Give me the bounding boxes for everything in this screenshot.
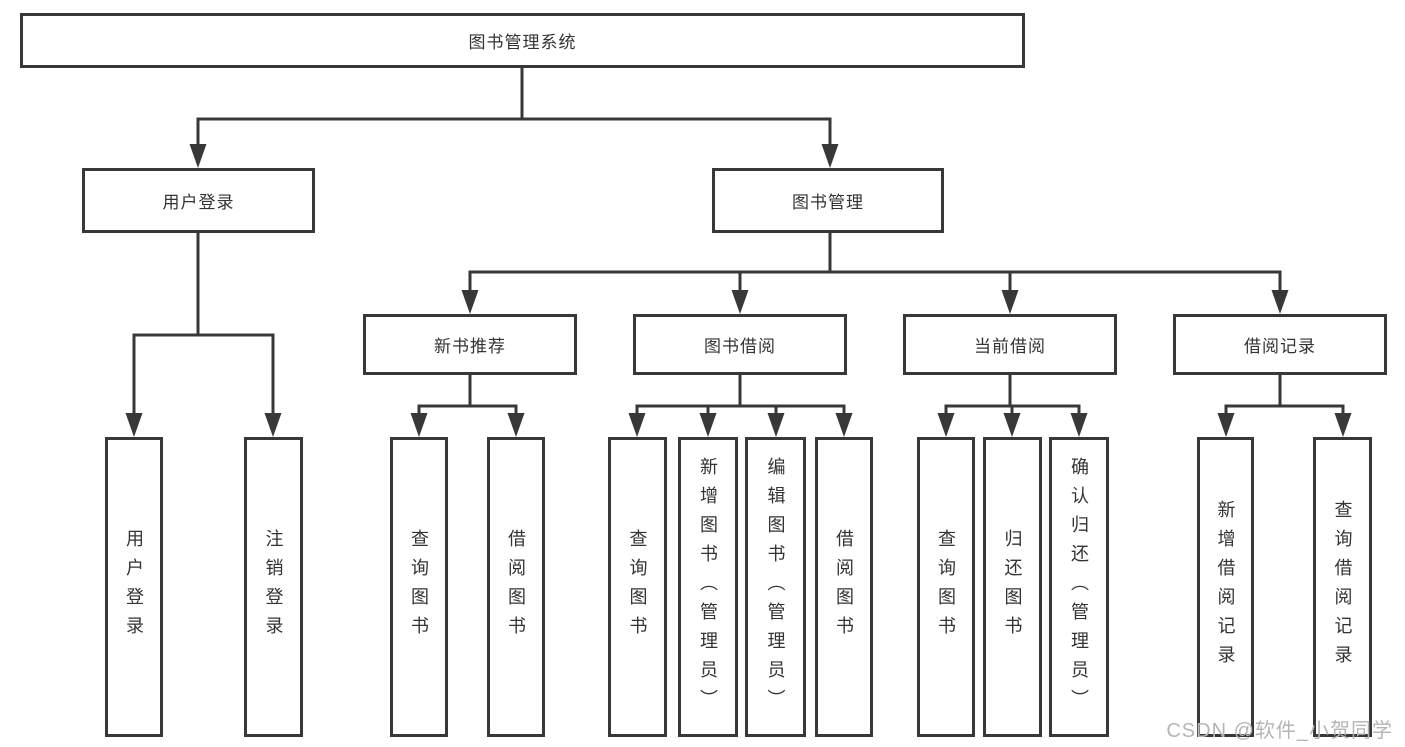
node-user-login: 用户登录 [82,168,315,233]
node-label: 新书推荐 [434,337,506,356]
leaf-borrow-books-recommend: 借阅图书 [487,437,545,737]
node-label: 图书借阅 [704,337,776,356]
leaf-query-books-borrow: 查询图书 [608,437,667,737]
node-borrowing-records: 借阅记录 [1173,314,1387,375]
leaf-edit-books-admin: 编辑图书（管理员） [745,437,806,737]
leaf-query-borrow-record: 查询借阅记录 [1313,437,1372,737]
leaf-add-books-admin: 新增图书（管理员） [678,437,738,737]
node-label: 用户登录 [162,193,235,212]
leaf-label: 查询图书 [409,529,429,645]
leaf-label: 借阅图书 [506,529,526,645]
node-library-management-system: 图书管理系统 [20,13,1025,68]
leaf-label: 编辑图书（管理员） [765,456,786,718]
leaf-confirm-return-admin: 确认归还（管理员） [1049,437,1109,737]
leaf-add-borrow-record: 新增借阅记录 [1197,437,1254,737]
leaf-label: 查询图书 [936,529,956,645]
node-label: 当前借阅 [974,337,1046,356]
leaf-label: 新增借阅记录 [1215,500,1236,674]
leaf-label: 用户登录 [124,529,144,645]
node-new-book-recommend: 新书推荐 [363,314,577,375]
leaf-label: 确认归还（管理员） [1069,456,1089,718]
leaf-label: 借阅图书 [834,529,854,645]
leaf-return-books: 归还图书 [983,437,1042,737]
leaf-label: 新增图书（管理员） [698,456,718,718]
node-label: 借阅记录 [1244,337,1316,356]
leaf-label: 注销登录 [263,529,284,645]
node-book-management: 图书管理 [712,168,944,233]
leaf-borrow-books: 借阅图书 [815,437,873,737]
node-current-borrowing: 当前借阅 [903,314,1117,375]
leaf-logout: 注销登录 [244,437,303,737]
leaf-query-books-recommend: 查询图书 [390,437,448,737]
leaf-label: 查询借阅记录 [1332,500,1353,674]
node-label: 图书管理 [792,193,864,212]
leaf-user-login: 用户登录 [105,437,163,737]
node-book-borrowing: 图书借阅 [633,314,847,375]
leaf-query-books-current: 查询图书 [917,437,975,737]
node-label: 图书管理系统 [468,33,577,52]
leaf-label: 查询图书 [627,529,648,645]
leaf-label: 归还图书 [1002,529,1023,645]
csdn-watermark: CSDN @软件_小贺同学 [1166,720,1393,742]
